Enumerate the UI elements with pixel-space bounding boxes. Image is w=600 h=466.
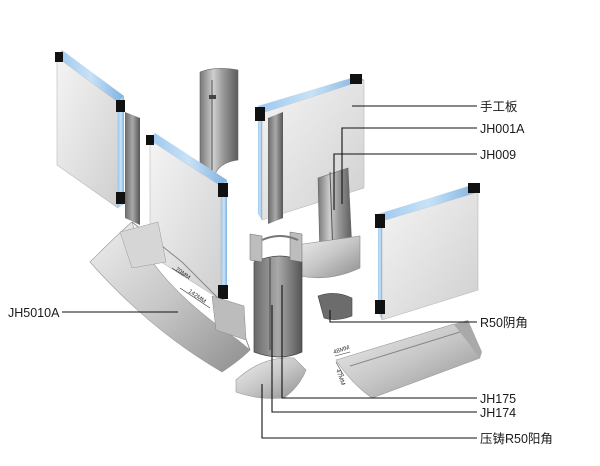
label-jh174: JH174	[480, 406, 516, 420]
skirting-bottom-right	[335, 320, 482, 399]
skirting-jh5010a	[89, 221, 251, 373]
dimension-48mm: 48MM	[333, 345, 351, 356]
label-jh001a: JH001A	[480, 122, 525, 136]
cylinder-jh175	[249, 231, 303, 358]
label-hand-panel: 手工板	[480, 100, 518, 114]
dimension-marker-47mm: 47MM	[334, 361, 345, 387]
r50-inner-corner-piece	[317, 293, 353, 320]
label-jh175: JH175	[480, 392, 516, 406]
label-r50-inner: R50阴角	[480, 316, 528, 330]
post-jh001a	[317, 167, 353, 259]
label-jh5010a: JH5010A	[8, 306, 60, 320]
label-jh009: JH009	[480, 148, 516, 162]
panel-center-left	[146, 133, 228, 301]
label-r50-outer-cast: 压铸R50阳角	[480, 431, 553, 446]
profile-base-center	[295, 235, 361, 279]
panel-right	[375, 183, 480, 321]
leader-lines	[62, 105, 477, 439]
dimension-47mm: 47MM	[334, 369, 345, 387]
cast-r50-outer-corner	[235, 357, 307, 399]
dimension-marker-48mm: 48MM	[333, 345, 351, 357]
panel-top-left	[55, 50, 140, 225]
